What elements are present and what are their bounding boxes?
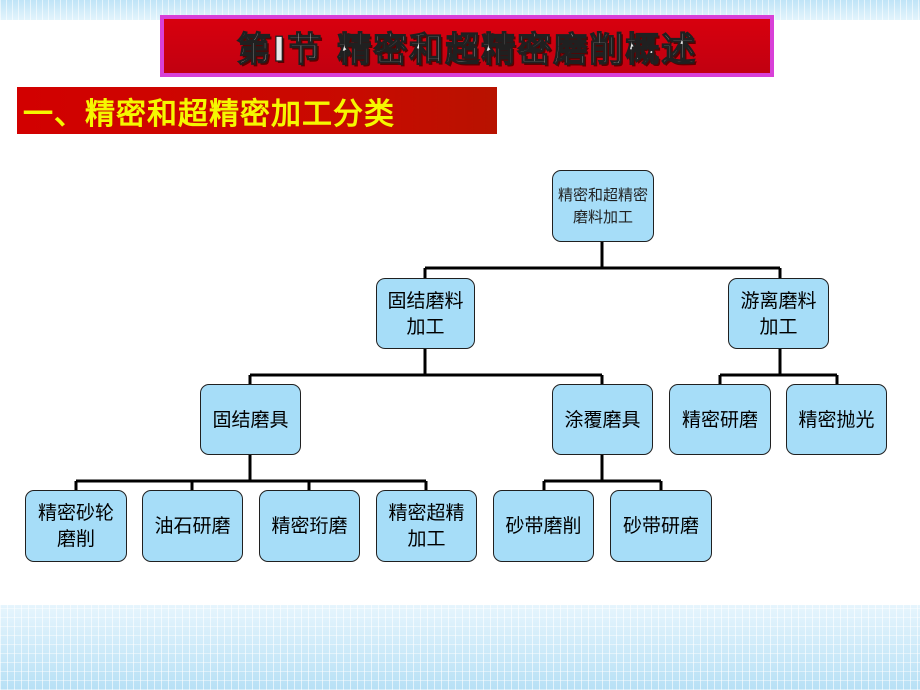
node-belt-grinding: 砂带磨削 — [493, 490, 594, 562]
node-precision-lapping-label: 精密研磨 — [681, 408, 758, 431]
node-precision-superfinishing-label: 精密超精加工 — [388, 502, 465, 550]
slide-title: 第Ⅰ节 精密和超精密磨削概述 — [236, 29, 698, 70]
bottom-decorative-band — [0, 605, 920, 690]
node-bonded-tool-label: 固结磨具 — [212, 408, 289, 431]
section-heading: 一、精密和超精密加工分类 — [23, 96, 395, 132]
node-precision-superfinishing: 精密超精加工 — [376, 490, 477, 562]
slide-title-box: 第Ⅰ节 精密和超精密磨削概述 — [160, 15, 774, 77]
node-root-label: 精密和超精密磨料加工 — [557, 186, 648, 226]
node-belt-grinding-label: 砂带磨削 — [505, 515, 582, 537]
node-bonded-tool: 固结磨具 — [200, 384, 301, 455]
node-belt-lapping-label: 砂带研磨 — [622, 515, 699, 537]
section-heading-box: 一、精密和超精密加工分类 — [17, 87, 497, 134]
node-fixed-abrasive: 固结磨料加工 — [376, 278, 475, 349]
node-precision-honing-label: 精密珩磨 — [271, 515, 348, 537]
node-precision-polishing-label: 精密抛光 — [798, 408, 875, 431]
node-oilstone-lapping: 油石研磨 — [142, 490, 243, 562]
node-precision-honing: 精密珩磨 — [259, 490, 360, 562]
node-precision-wheel-grinding: 精密砂轮磨削 — [25, 490, 127, 562]
node-precision-polishing: 精密抛光 — [786, 384, 887, 455]
node-coated-tool-label: 涂覆磨具 — [564, 408, 641, 431]
node-root: 精密和超精密磨料加工 — [552, 170, 654, 242]
node-precision-wheel-grinding-label: 精密砂轮磨削 — [37, 502, 114, 550]
node-free-abrasive: 游离磨料加工 — [728, 278, 829, 349]
node-oilstone-lapping-label: 油石研磨 — [154, 515, 231, 537]
node-belt-lapping: 砂带研磨 — [610, 490, 712, 562]
node-fixed-abrasive-label: 固结磨料加工 — [387, 289, 464, 338]
node-free-abrasive-label: 游离磨料加工 — [740, 289, 817, 338]
node-precision-lapping: 精密研磨 — [669, 384, 771, 455]
node-coated-tool: 涂覆磨具 — [552, 384, 653, 455]
